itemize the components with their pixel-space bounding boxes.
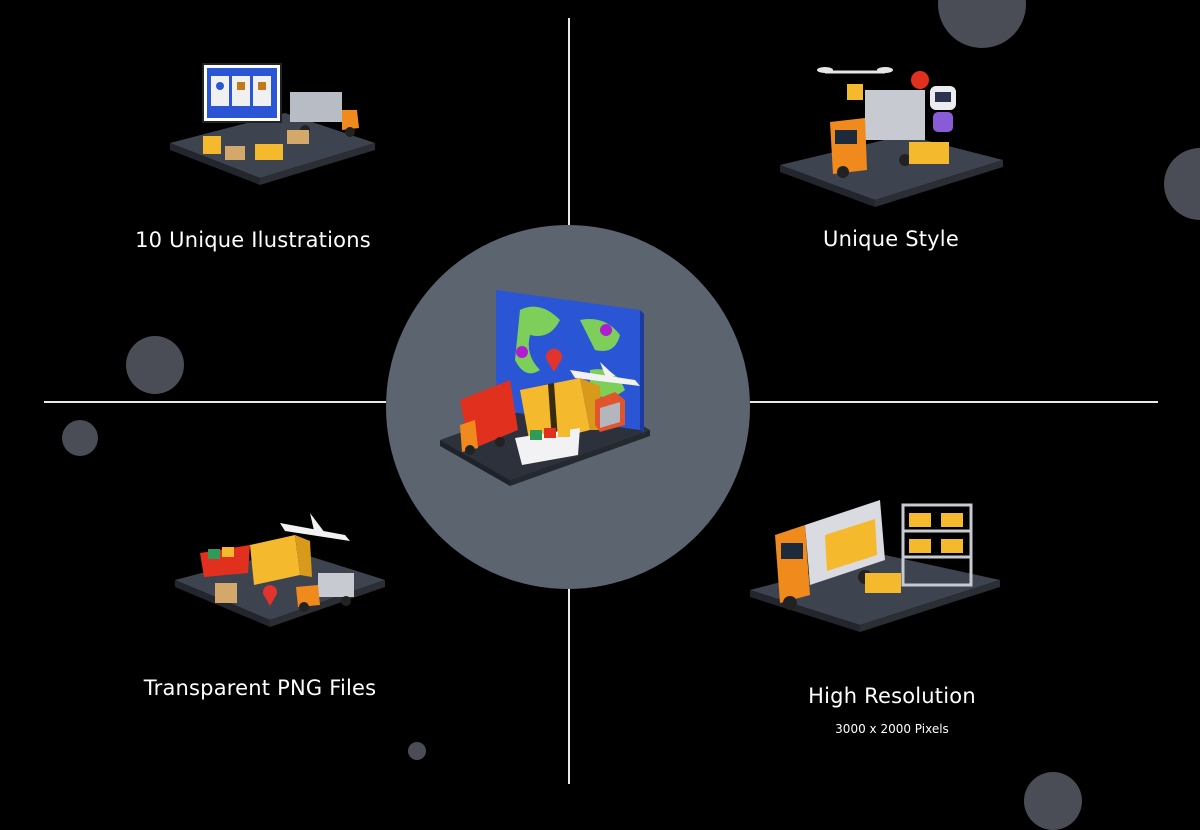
decor-dot	[408, 742, 426, 760]
divider-vertical-bottom	[568, 589, 570, 784]
decor-dot	[62, 420, 98, 456]
ship-plane-truck-boxes-icon	[175, 513, 385, 627]
divider-horizontal-right	[750, 401, 1158, 403]
feature-showcase: 10 Unique Ilustrations Unique Style Tran…	[44, 0, 1200, 830]
feature-label-illustrations: 10 Unique Ilustrations	[135, 228, 371, 252]
decor-dot	[938, 0, 1026, 48]
monitor-truck-forklift-icon	[170, 63, 375, 185]
feature-label-png: Transparent PNG Files	[143, 676, 377, 700]
divider-horizontal-left	[44, 401, 386, 403]
divider-vertical-top	[568, 18, 570, 225]
decor-dot	[126, 336, 184, 394]
drone-truck-robot-icon	[780, 67, 1003, 207]
feature-label-style: Unique Style	[823, 227, 959, 251]
truck-warehouse-shelf-icon	[750, 500, 1000, 632]
feature-label-resolution: High Resolution	[808, 684, 976, 708]
feature-sublabel-resolution: 3000 x 2000 Pixels	[835, 722, 949, 736]
decor-dot	[1164, 148, 1200, 220]
logistics-map-icon	[440, 290, 650, 486]
decor-dot	[1024, 772, 1082, 830]
